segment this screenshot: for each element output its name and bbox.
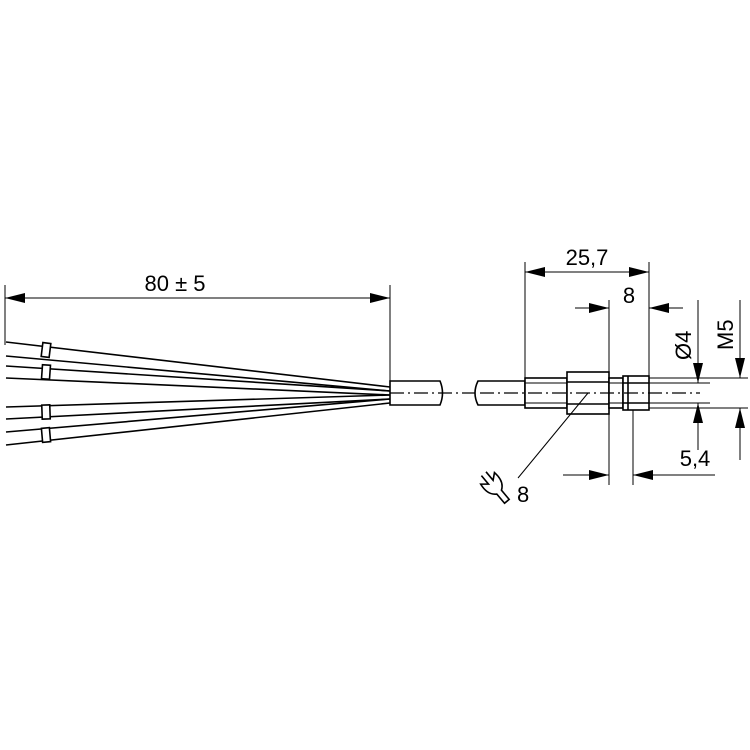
fiber-sleeve xyxy=(40,363,52,381)
dimension-overall-length: 25,7 xyxy=(524,245,650,378)
fiber-sleeve xyxy=(40,404,52,420)
dimension-thread-length: 5,4 xyxy=(563,410,715,485)
dimension-label: M5 xyxy=(713,319,738,350)
dimension-label: 25,7 xyxy=(566,245,609,270)
wrench-icon xyxy=(479,471,511,505)
dimension-label: 80 ± 5 xyxy=(144,271,205,296)
dimension-nut-to-tip: 8 xyxy=(575,283,683,376)
sensor-head xyxy=(480,371,700,415)
fiber-sleeve xyxy=(40,341,52,359)
dimension-label: Ø4 xyxy=(671,331,696,360)
dimension-core-diameter: Ø4 xyxy=(649,300,710,450)
wrench-size-label: 8 xyxy=(517,482,529,507)
dimension-thread: M5 xyxy=(649,300,748,460)
fiber-sleeve xyxy=(40,426,52,444)
wrench-callout: 8 xyxy=(479,392,589,507)
fiber-strands xyxy=(5,341,391,446)
dimension-label: 8 xyxy=(623,283,635,308)
dimension-cable-length: 80 ± 5 xyxy=(4,271,391,381)
dimension-label: 5,4 xyxy=(680,446,711,471)
